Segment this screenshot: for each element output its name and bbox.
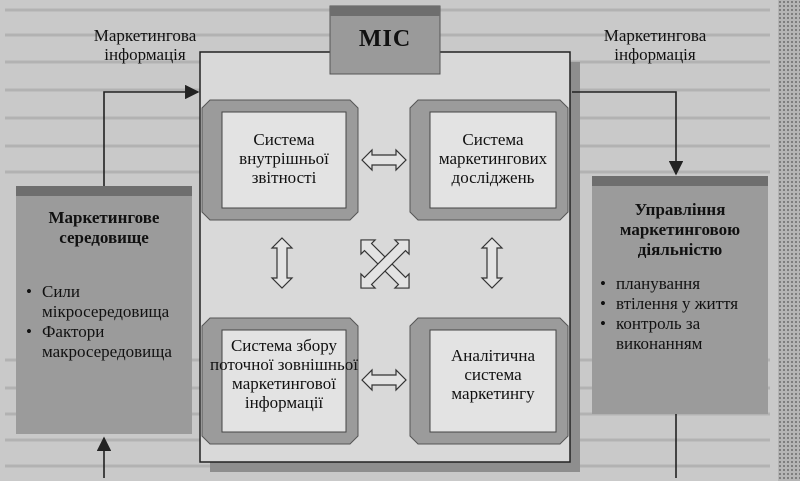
environment-items-list: Сили мікросередовища Фактори макросередо… [26,282,190,362]
management-items-list: планування втілення у життя контроль за … [600,274,764,354]
environment-item: Фактори макросередовища [26,322,190,362]
subsystem-internal-reporting: Система внутрішньої звітності [239,130,329,187]
mis-title-box [329,5,441,75]
management-item: контроль за виконанням [600,314,764,354]
input-info-label-left: Маркетингова інформація [93,26,197,64]
input-info-label-right: Маркетингова інформація [603,26,707,64]
environment-item: Сили мікросередовища [26,282,190,322]
management-item: планування [600,274,764,294]
subsystem-external-intelligence: Система збору поточної зовнішньої маркет… [210,336,358,412]
double-arrow-icons [270,148,504,392]
subsystem-analytical-marketing: Аналітична система маркетингу [451,346,535,403]
mis-title: МІС [358,26,412,52]
subsystem-marketing-research: Система маркетингових досліджень [438,130,548,187]
flow-arrows [96,84,684,478]
management-item: втілення у життя [600,294,764,314]
page-edge-texture [778,0,800,481]
environment-title: Маркетингове середовище [48,208,160,247]
management-title: Управління маркетинговою діяльністю [619,200,741,259]
